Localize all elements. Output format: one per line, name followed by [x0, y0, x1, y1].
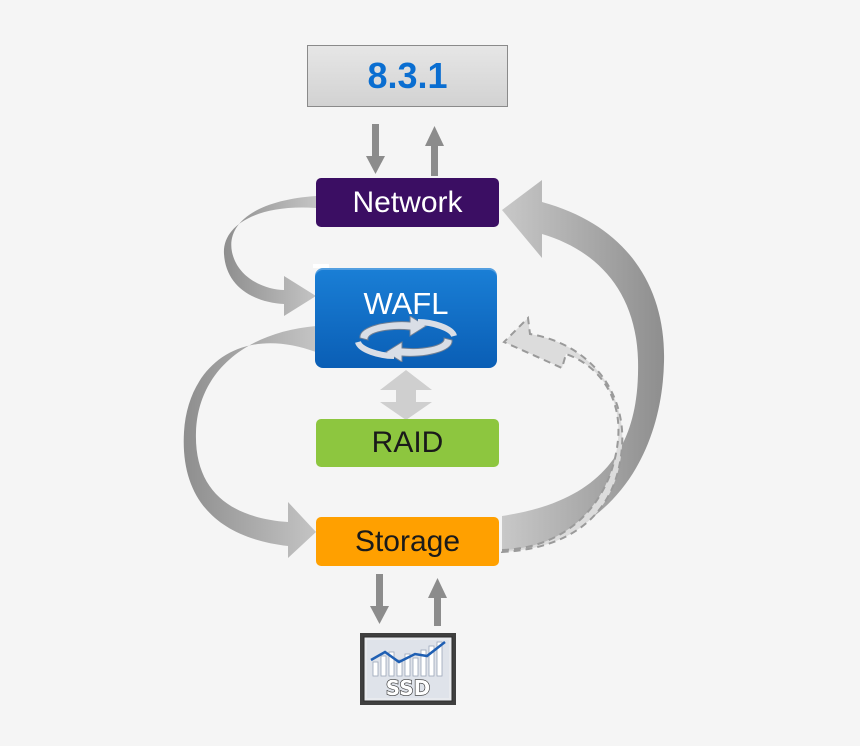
- version-label: 8.3.1: [307, 45, 508, 107]
- storage-to-network-arrow: [502, 180, 665, 552]
- wafl-layer: WAFL: [315, 268, 497, 368]
- network-label: Network: [352, 185, 463, 219]
- cycle-arrows-icon: [355, 316, 457, 362]
- storage-to-wafl-dashed-arrow: [501, 315, 624, 554]
- storage-label: Storage: [354, 524, 461, 558]
- arrow-down-icon: [370, 574, 389, 624]
- arrow-up-icon: [428, 578, 447, 626]
- arrow-up-icon: [425, 126, 444, 176]
- arrow-down-icon: [366, 124, 385, 174]
- wafl-to-storage-arrow: [183, 326, 316, 558]
- double-arrow-icon: [380, 370, 432, 420]
- raid-layer: RAID: [316, 419, 499, 467]
- raid-label: RAID: [371, 426, 444, 459]
- ssd-label: SSD: [386, 676, 431, 700]
- network-to-wafl-arrow: [223, 196, 316, 316]
- wafl-label: WAFL: [363, 286, 449, 321]
- ssd-icon: SSD: [360, 633, 456, 705]
- storage-layer: Storage: [316, 517, 499, 566]
- version-text: 8.3.1: [367, 55, 448, 96]
- network-layer: Network: [316, 178, 499, 227]
